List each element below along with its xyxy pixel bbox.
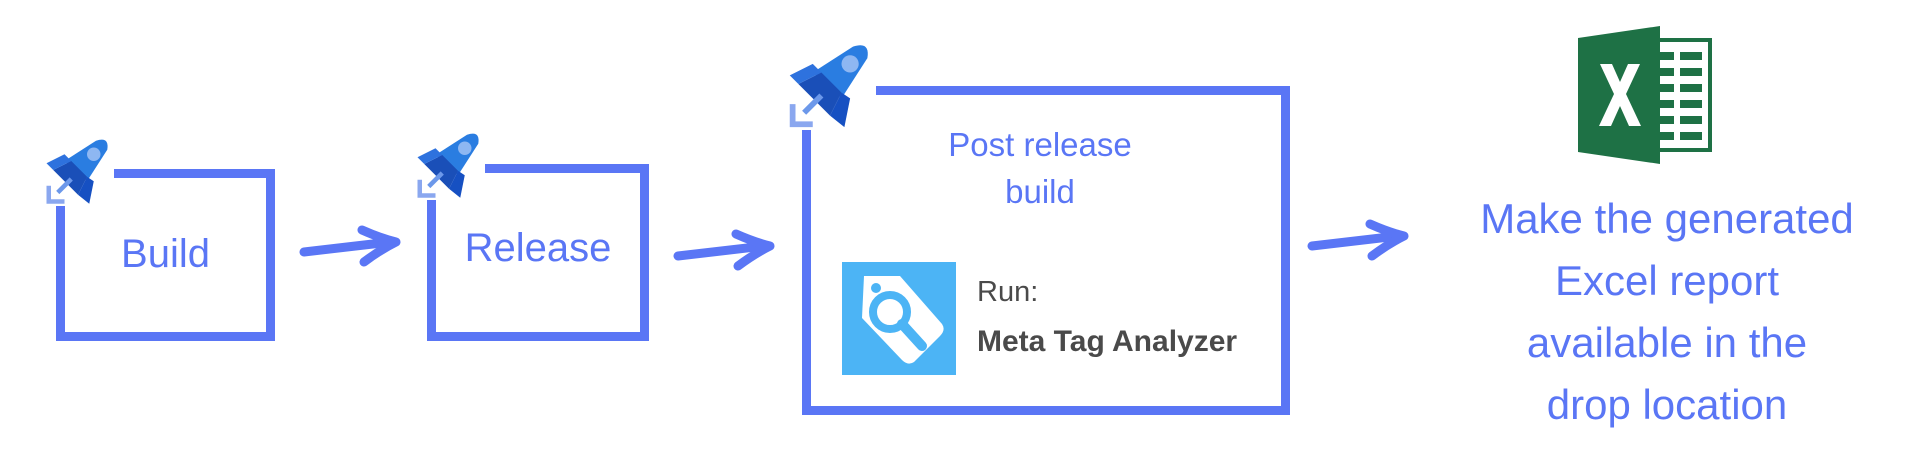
release-stage-box: [427, 164, 649, 341]
post-release-stage-box: [802, 86, 1290, 415]
release-label: Release: [464, 226, 612, 270]
excel-icon: [1578, 26, 1712, 164]
post-release-pipeline-icon: [784, 38, 876, 130]
build-pipeline-icon: [42, 134, 114, 206]
output-line-2: Excel report: [1554, 257, 1780, 304]
release-pipeline-icon: [413, 128, 485, 200]
meta-tag-magnifier-icon: [842, 262, 956, 375]
build-stage-box: [56, 169, 275, 341]
arrow-build-to-release: [296, 222, 406, 274]
arrow-release-to-post-release: [670, 226, 780, 278]
post-release-label-line2: build: [1005, 173, 1075, 210]
output-line-1: Make the generated: [1480, 195, 1854, 242]
output-line-3: available in the: [1526, 319, 1808, 366]
arrow-post-release-to-output: [1304, 216, 1414, 268]
output-line-4: drop location: [1546, 381, 1788, 428]
post-release-label-line1: Post release: [948, 126, 1132, 163]
run-prefix-label: Run:: [977, 276, 1039, 308]
tool-name-label: Meta Tag Analyzer: [977, 325, 1238, 358]
build-label: Build: [121, 232, 210, 276]
output-description: Make the generated Excel report availabl…: [1432, 188, 1902, 436]
